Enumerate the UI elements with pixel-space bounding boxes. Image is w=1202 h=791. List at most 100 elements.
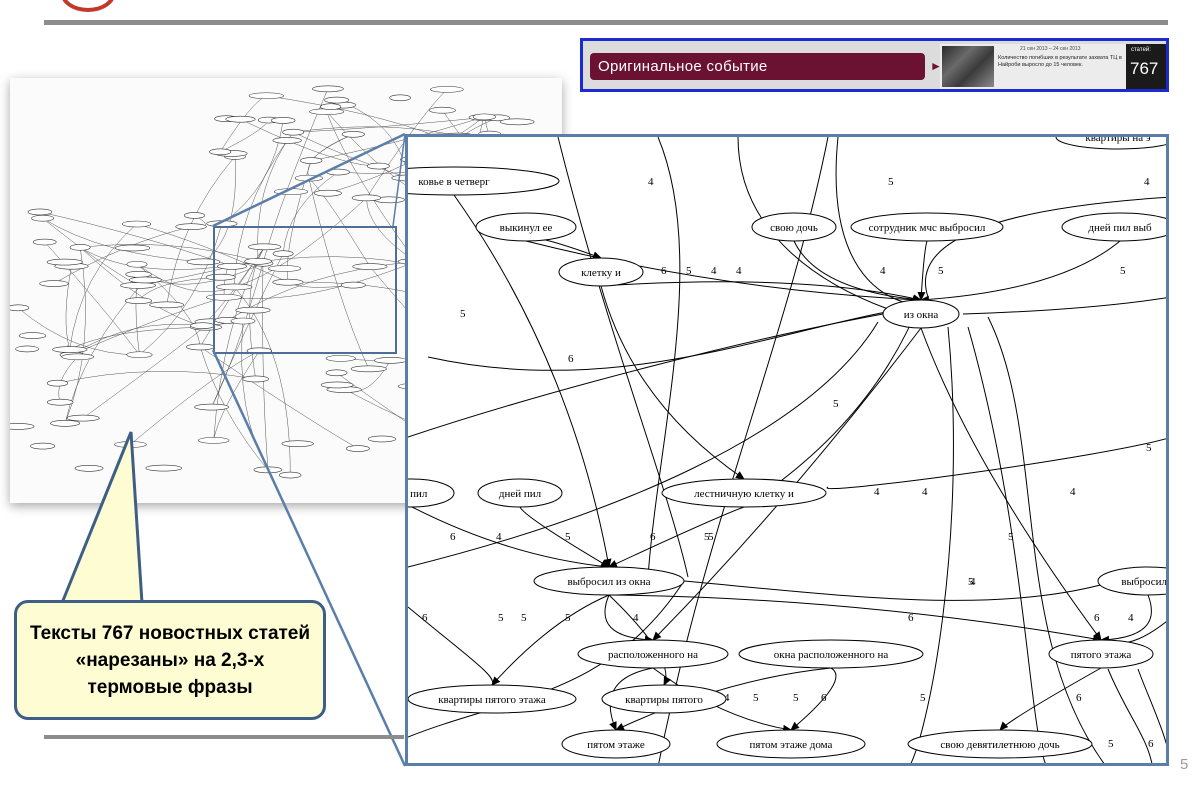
graph-edge [408, 606, 494, 686]
edge-weight-label: 6 [821, 692, 827, 704]
overview-node [320, 103, 342, 110]
overview-node [61, 353, 95, 361]
graph-node: пятого этажа [1048, 639, 1154, 669]
overview-node [175, 223, 207, 230]
graph-node: дней пил [477, 478, 563, 508]
overview-node [145, 464, 182, 472]
overview-node [50, 419, 81, 427]
top-divider [44, 20, 1168, 25]
overview-node [230, 317, 256, 325]
graph-node-label: свою девятилетнюю дочь [940, 739, 1059, 751]
overview-node [126, 260, 148, 268]
graph-node-label: квартиры пятого этажа [438, 694, 546, 706]
graph-node: пятом этаже дома [716, 729, 866, 759]
overview-node [149, 301, 185, 309]
overview-edge [139, 223, 223, 355]
overview-node [499, 118, 535, 126]
overview-node [32, 238, 57, 246]
overview-node [244, 258, 272, 265]
graph-node: ей пил [408, 478, 455, 508]
overview-node [10, 423, 35, 430]
edge-weight-label: 5 [498, 612, 504, 624]
edge-weight-label: 5 [920, 692, 926, 704]
edge-weight-label: 4 [922, 486, 928, 498]
edge-weight-label: 6 [1094, 612, 1100, 624]
graph-node-label: расположенного на [608, 649, 698, 661]
overview-node [186, 258, 221, 266]
graph-edge [790, 667, 837, 731]
overview-node [27, 208, 53, 216]
banner-label: Оригинальное событие [590, 53, 925, 80]
edge-weight-label: 4 [496, 531, 502, 543]
edge-weight-label: 6 [908, 612, 914, 624]
edge-weight-label: 5 [1108, 738, 1114, 750]
edge-weight-label: 5 [460, 308, 466, 320]
graph-node-label: выкинул ее [500, 222, 553, 234]
edge-weight-label: 6 [422, 612, 428, 624]
graph-node-label: ковье в четверг [418, 176, 490, 188]
overview-node [389, 94, 411, 102]
overview-node [46, 379, 69, 387]
graph-node: выбросил из окна [533, 566, 685, 596]
graph-edge [411, 506, 610, 571]
edge-weight-label: 4 [1144, 176, 1150, 188]
edge-weight-label: 5 [1120, 265, 1126, 277]
overview-edge [71, 323, 203, 355]
graph-edge [604, 594, 654, 644]
graph-edge [427, 311, 887, 371]
article-count-value: 767 [1130, 59, 1159, 78]
graph-node: ковье в четверг [408, 166, 560, 196]
overview-edge [136, 223, 289, 283]
graph-node: дней пил выб [1061, 212, 1166, 242]
edge-weight-label: 5 [833, 398, 839, 410]
graph-node-label: свою дочь [770, 222, 818, 234]
graph-node: квартиры пятого этажа [408, 684, 577, 714]
graph-node-label: квартиры на э [1085, 137, 1150, 144]
graph-edge [652, 667, 792, 733]
graph-node-label: дней пил выб [1088, 222, 1152, 234]
graph-edge [519, 506, 610, 568]
overview-node [46, 258, 83, 266]
graph-node-label: пятом этаже [587, 739, 645, 751]
graph-edge [987, 316, 1105, 763]
article-count-label: статей: [1131, 47, 1151, 53]
edge-weight-label: 5 [565, 612, 571, 624]
overview-node [126, 351, 153, 359]
graph-edge [557, 137, 689, 578]
graph-node: из окна [882, 299, 960, 329]
graph-node: пятом этаже [561, 729, 671, 759]
callout-text: Тексты 767 новостных статей «нарезаны» н… [29, 622, 311, 698]
graph-node: сотрудник мчс выбросил [850, 212, 1004, 242]
edge-weight-label: 6 [1076, 692, 1082, 704]
overview-node [128, 276, 162, 284]
overview-node [430, 86, 464, 93]
edge-weight-label: 5 [753, 692, 759, 704]
graph-node: свою девятилетнюю дочь [907, 729, 1093, 759]
overview-node [115, 244, 151, 252]
graph-node: клетку и [558, 257, 644, 287]
graph-node-label: пятом этаже дома [750, 739, 833, 751]
graph-edge [608, 506, 745, 568]
edge-weight-label: 4 [724, 692, 730, 704]
overview-node [31, 214, 55, 222]
overview-edge [80, 244, 259, 262]
graph-node-label: выбросил из окна [567, 576, 650, 588]
news-card[interactable]: 21 сен 2013 – 24 сен 2013 Количество пог… [940, 44, 1166, 89]
edge-weight-label: 5 [968, 576, 974, 588]
graph-edge [826, 438, 1166, 490]
overview-node [270, 117, 296, 124]
overview-node [272, 250, 294, 257]
overview-node [217, 262, 248, 270]
overview-edge [64, 279, 146, 424]
original-event-banner[interactable]: Оригинальное событие ► 21 сен 2013 – 24 … [580, 38, 1169, 92]
graph-edge [920, 327, 1102, 641]
graph-edge [408, 580, 685, 738]
news-photo [942, 46, 994, 87]
overview-node [312, 85, 344, 93]
graph-node-label: дней пил [499, 488, 542, 500]
graph-edge [525, 240, 922, 304]
graph-node-label: из окна [904, 309, 939, 321]
page-number: 5 [1180, 756, 1189, 773]
graph-edge [999, 667, 1102, 731]
graph-edge [962, 297, 1166, 315]
